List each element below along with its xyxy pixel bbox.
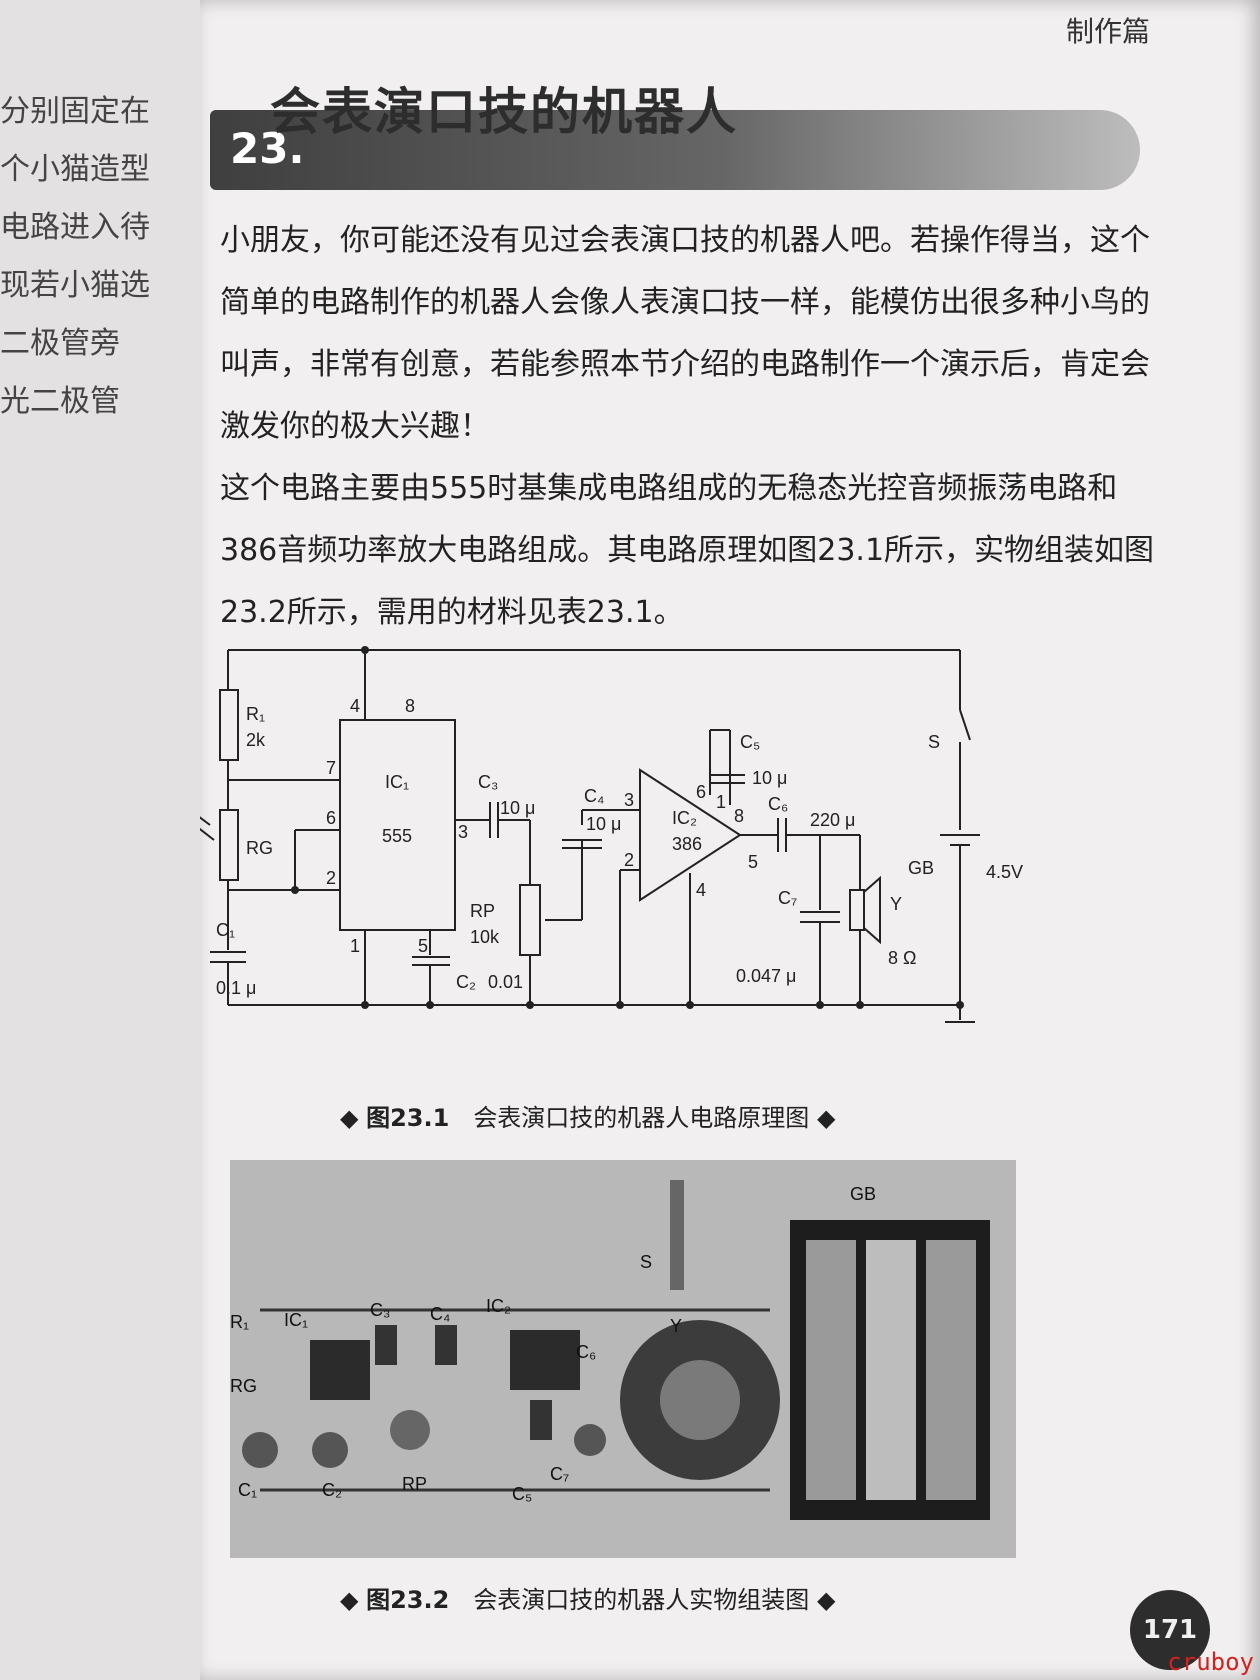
ic2-pin1: 1 [716, 792, 726, 812]
diamond-icon: ◆ [340, 1586, 367, 1614]
ic2-pin4: 4 [696, 880, 706, 900]
photo-ic2-label: IC₂ [486, 1296, 511, 1316]
ic1-type: 555 [382, 826, 412, 846]
photo-rg-label: RG [230, 1376, 257, 1396]
photo-c2-label: C₂ [322, 1480, 342, 1500]
ic1-pin2: 2 [326, 868, 336, 888]
photo-ic1-label: IC₁ [284, 1310, 308, 1330]
photo-r1-label: R₁ [230, 1312, 249, 1332]
left-page-line: 现若小猫选 [0, 268, 150, 303]
c2-value: 0.01 [488, 972, 523, 992]
ic2-type: 386 [672, 834, 702, 854]
photo-c5-label: C₅ [512, 1484, 532, 1504]
r1-label: R₁ [246, 704, 265, 724]
c6-value: 220 μ [810, 810, 855, 830]
book-page: 制作篇 23. 会表演口技的机器人 小朋友，你可能还没有见过会表演口技的机器人吧… [200, 0, 1260, 1680]
switch-label: S [928, 732, 940, 752]
figure1-caption-number: 图23.1 [366, 1104, 450, 1132]
chapter-title: 会表演口技的机器人 [270, 83, 738, 141]
ic2-pin2: 2 [624, 850, 634, 870]
c3-value: 10 μ [500, 798, 535, 818]
body-text: 小朋友，你可能还没有见过会表演口技的机器人吧。若操作得当，这个简单的电路制作的机… [220, 210, 1160, 644]
c2-label: C₂ [456, 972, 476, 992]
diamond-icon: ◆ [809, 1586, 836, 1614]
photo-c7-label: C₇ [550, 1464, 569, 1484]
photo-rp-label: RP [402, 1474, 427, 1494]
speaker-value: 8 Ω [888, 948, 916, 968]
c7-value: 0.047 μ [736, 966, 796, 986]
photo-y-label: Y [670, 1316, 682, 1336]
c3-label: C₃ [478, 772, 498, 792]
c7-label: C₇ [778, 888, 797, 908]
ic1-pin5: 5 [418, 936, 428, 956]
ic1-label: IC₁ [385, 772, 409, 792]
photo-gb-label: GB [850, 1184, 876, 1204]
assembly-photo: GB S Y R₁ IC₁ C₃ C₄ IC₂ C₆ RG C₁ C₂ RP C… [230, 1160, 1016, 1558]
rp-value: 10k [470, 927, 500, 947]
ic1-pin3: 3 [458, 822, 468, 842]
ic2-pin6: 6 [696, 782, 706, 802]
c4-label: C₄ [584, 786, 604, 806]
speaker-label: Y [890, 894, 902, 914]
ic1-pin1: 1 [350, 936, 360, 956]
ic1-pin8: 8 [405, 696, 415, 716]
figure1-caption: ◆ 图23.1 会表演口技的机器人电路原理图 ◆ [340, 1098, 835, 1133]
figure2-caption-text: 会表演口技的机器人实物组装图 [473, 1586, 810, 1614]
watermark-text: cruboy [1167, 1648, 1254, 1676]
figure2-caption: ◆ 图23.2 会表演口技的机器人实物组装图 ◆ [340, 1580, 835, 1615]
left-page-line: 分别固定在 [0, 94, 150, 129]
c4-value: 10 μ [586, 814, 621, 834]
r1-value: 2k [246, 730, 266, 750]
ic2-pin3: 3 [624, 790, 634, 810]
left-page-line: 个小猫造型 [0, 152, 150, 187]
rg-label: RG [246, 838, 273, 858]
c1-value: 0.1 μ [216, 978, 256, 998]
battery-label: GB [908, 858, 934, 878]
diamond-icon: ◆ [340, 1104, 367, 1132]
ic2-label: IC₂ [672, 808, 697, 828]
chapter-number: 23. [230, 124, 305, 173]
assembly-photo-drawing: GB S Y R₁ IC₁ C₃ C₄ IC₂ C₆ RG C₁ C₂ RP C… [230, 1180, 990, 1520]
figure2-caption-number: 图23.2 [366, 1586, 450, 1614]
left-page-line: 光二极管 [0, 384, 120, 419]
rp-label: RP [470, 901, 495, 921]
left-page-line: 二极管旁 [0, 326, 120, 361]
photo-s-label: S [640, 1252, 652, 1272]
page-number: 171 [1130, 1590, 1210, 1670]
figure1-caption-text: 会表演口技的机器人电路原理图 [473, 1104, 810, 1132]
ic2-pin8: 8 [734, 806, 744, 826]
c6-label: C₆ [768, 794, 788, 814]
diamond-icon: ◆ [809, 1104, 836, 1132]
battery-value: 4.5V [986, 862, 1023, 882]
ic1-pin7: 7 [326, 758, 336, 778]
ic2-pin5: 5 [748, 852, 758, 872]
paragraph: 小朋友，你可能还没有见过会表演口技的机器人吧。若操作得当，这个简单的电路制作的机… [220, 223, 1150, 444]
left-page-line: 电路进入待 [0, 210, 150, 245]
paragraph: 这个电路主要由555时基集成电路组成的无稳态光控音频振荡电路和386音频功率放大… [220, 471, 1155, 630]
chapter-header-band: 23. [210, 110, 1140, 190]
photo-c3-label: C₃ [370, 1300, 390, 1320]
ic1-pin4: 4 [350, 696, 360, 716]
circuit-schematic: R₁ 2k RG C₁ 0.1 μ 4 8 7 6 2 1 5 3 IC₁ 55… [200, 646, 1023, 1023]
c5-value: 10 μ [752, 768, 787, 788]
c1-label: C₁ [216, 920, 235, 940]
photo-c4-label: C₄ [430, 1304, 450, 1324]
c5-label: C₅ [740, 732, 760, 752]
photo-c6-label: C₆ [576, 1342, 596, 1362]
ic1-pin6: 6 [326, 808, 336, 828]
photo-c1-label: C₁ [238, 1480, 257, 1500]
section-tag: 制作篇 [1065, 15, 1150, 48]
